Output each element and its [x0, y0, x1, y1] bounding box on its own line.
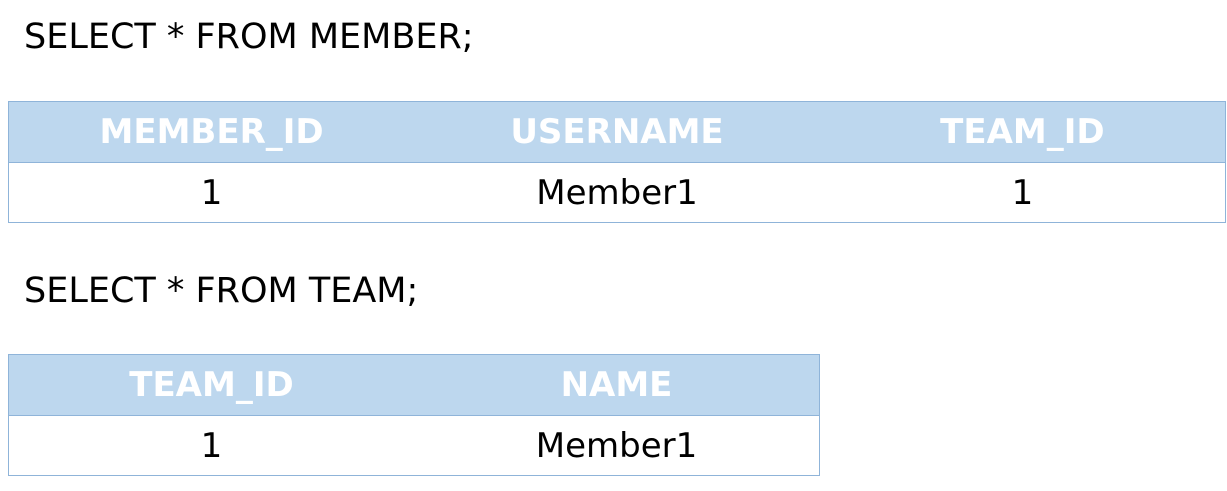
team-result-table: TEAM_ID NAME 1 Member1: [8, 354, 820, 476]
table-row: 1 Member1 1: [8, 162, 1226, 223]
cell-name: Member1: [414, 415, 820, 476]
cell-member-id: 1: [8, 162, 415, 223]
column-header-name: NAME: [414, 354, 820, 416]
column-header-team-id: TEAM_ID: [819, 101, 1226, 163]
member-result-table: MEMBER_ID USERNAME TEAM_ID 1 Member1 1: [8, 101, 1226, 223]
table-row: 1 Member1: [8, 415, 820, 476]
table-header-row: TEAM_ID NAME: [8, 354, 820, 416]
column-header-username: USERNAME: [414, 101, 820, 163]
team-query-text: SELECT * FROM TEAM;: [24, 271, 419, 311]
member-query-text: SELECT * FROM MEMBER;: [24, 17, 474, 57]
cell-username: Member1: [414, 162, 820, 223]
table-header-row: MEMBER_ID USERNAME TEAM_ID: [8, 101, 1226, 163]
cell-team-id: 1: [819, 162, 1226, 223]
column-header-member-id: MEMBER_ID: [8, 101, 415, 163]
column-header-team-id: TEAM_ID: [8, 354, 414, 416]
cell-team-id: 1: [8, 415, 414, 476]
